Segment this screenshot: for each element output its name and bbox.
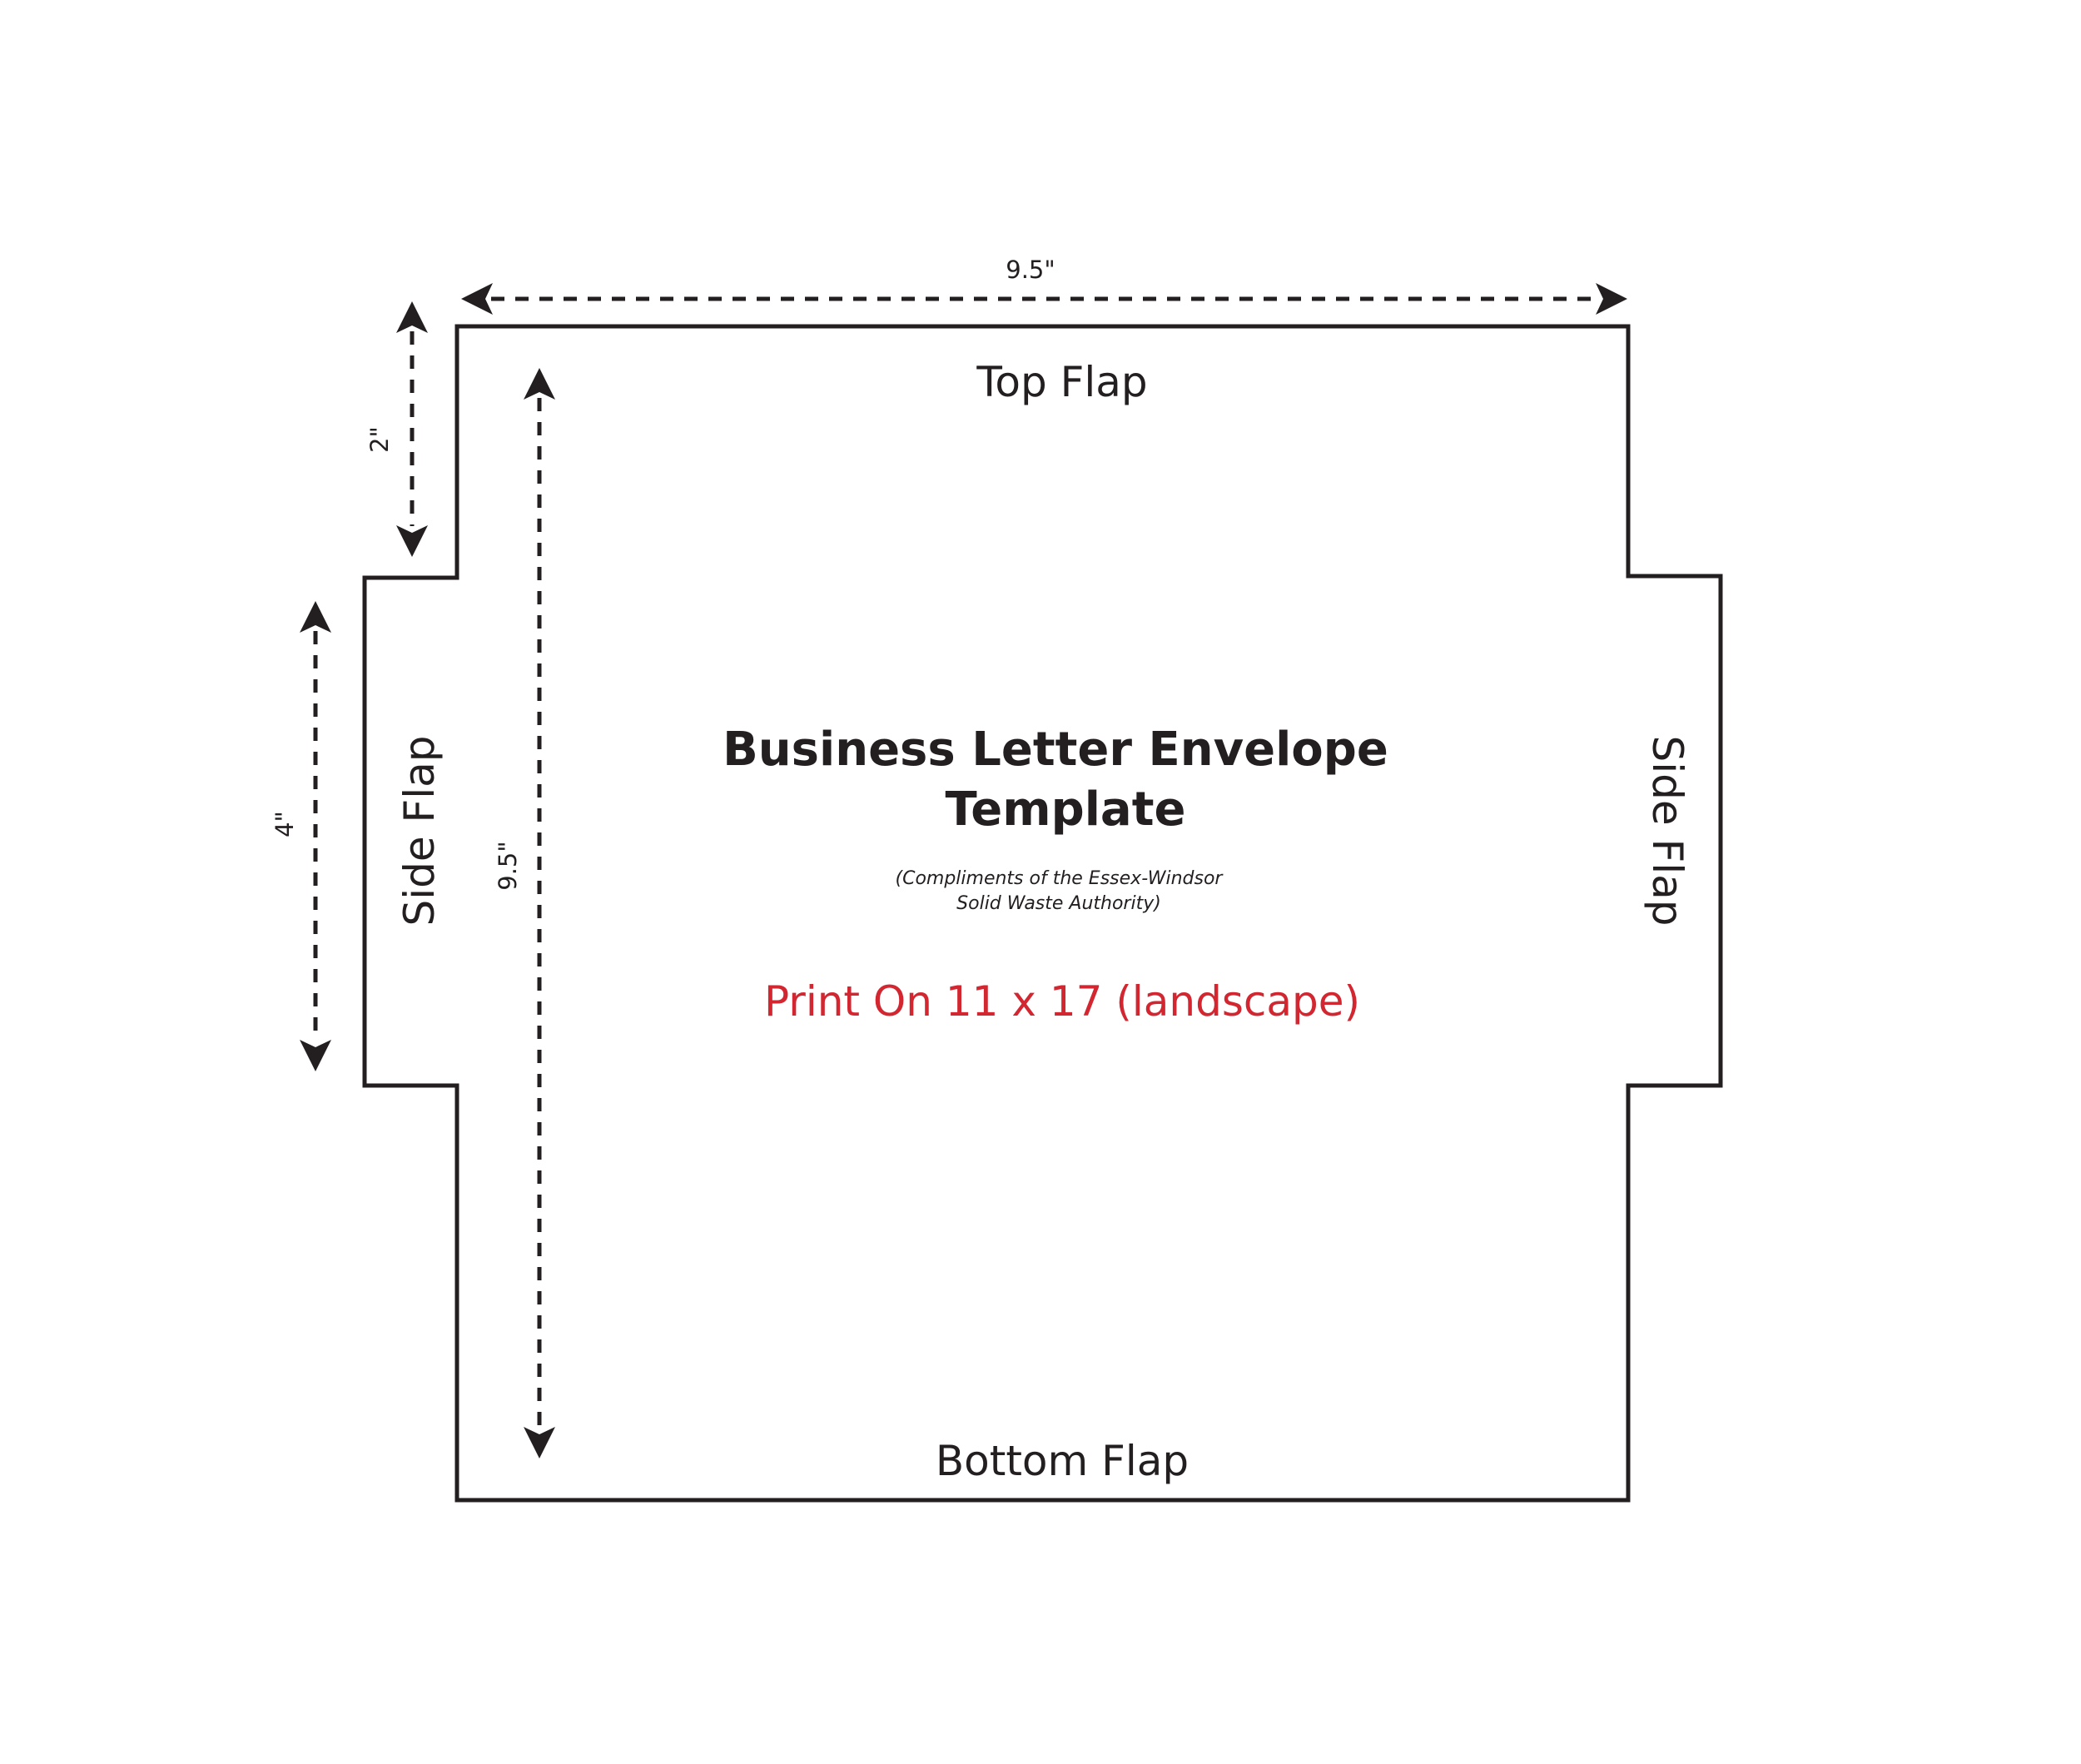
left-side-flap-label: Side Flap <box>395 735 444 926</box>
credit-line-1: (Compliments of the Essex-Windsor <box>896 868 1224 889</box>
height-arrow-up-icon <box>524 368 555 400</box>
width-dimension: 9.5" <box>461 256 1627 315</box>
side-flap-dimension-label: 4" <box>271 811 299 837</box>
print-instruction: Print On 11 x 17 (landscape) <box>764 977 1360 1026</box>
height-arrow-down-icon <box>524 1427 555 1458</box>
top-flap-dimension: 2" <box>365 301 428 557</box>
credit-line-2: Solid Waste Authority) <box>956 893 1161 914</box>
height-dimension: 9.5" <box>494 368 555 1458</box>
side-flap-dimension: 4" <box>271 601 331 1071</box>
top-flap-dimension-label: 2" <box>365 426 394 453</box>
top-flap-arrow-down-icon <box>396 525 428 557</box>
width-arrow-right-icon <box>1596 283 1627 315</box>
height-dimension-label: 9.5" <box>494 841 522 890</box>
envelope-outline <box>362 324 1723 1503</box>
right-side-flap-label: Side Flap <box>1643 735 1691 926</box>
side-flap-arrow-down-icon <box>300 1040 331 1071</box>
top-flap-label: Top Flap <box>976 358 1147 406</box>
bottom-flap-label: Bottom Flap <box>936 1437 1189 1485</box>
width-dimension-label: 9.5" <box>1006 256 1055 284</box>
template-title-line-2: Template <box>946 783 1186 837</box>
side-flap-arrow-up-icon <box>300 601 331 633</box>
width-arrow-left-icon <box>461 283 493 315</box>
template-title-line-1: Business Letter Envelope <box>723 723 1388 777</box>
top-flap-arrow-up-icon <box>396 301 428 333</box>
